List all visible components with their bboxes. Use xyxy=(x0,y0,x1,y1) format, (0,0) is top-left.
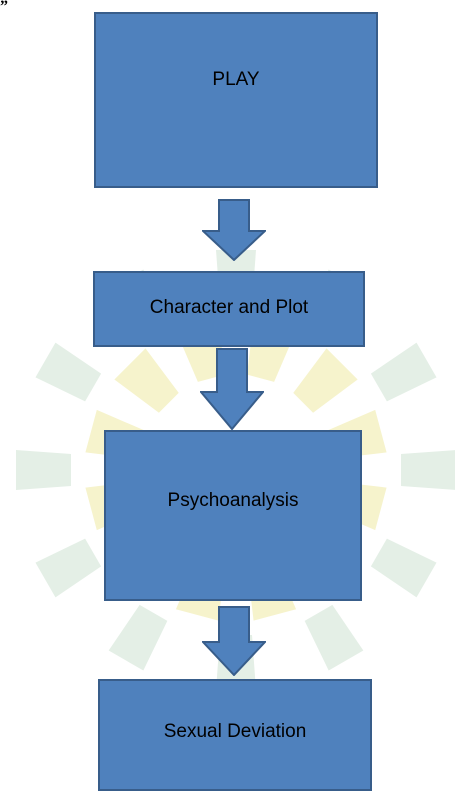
flow-step-label: Character and Plot xyxy=(149,297,309,318)
flow-step-play: PLAY xyxy=(94,12,378,188)
flow-step-label: Sexual Deviation xyxy=(163,721,307,742)
flow-step-label: PLAY xyxy=(212,69,260,90)
flow-step-label: Psychoanalysis xyxy=(167,489,299,511)
corner-mark: ” xyxy=(0,0,8,15)
down-arrow-icon xyxy=(202,199,266,261)
flow-step-psychoanalysis: Psychoanalysis xyxy=(104,430,362,601)
down-arrow-icon xyxy=(200,348,264,430)
flow-step-character-and-plot: Character and Plot xyxy=(93,271,365,347)
flow-step-sexual-deviation: Sexual Deviation xyxy=(98,679,372,791)
down-arrow-icon xyxy=(202,606,266,676)
